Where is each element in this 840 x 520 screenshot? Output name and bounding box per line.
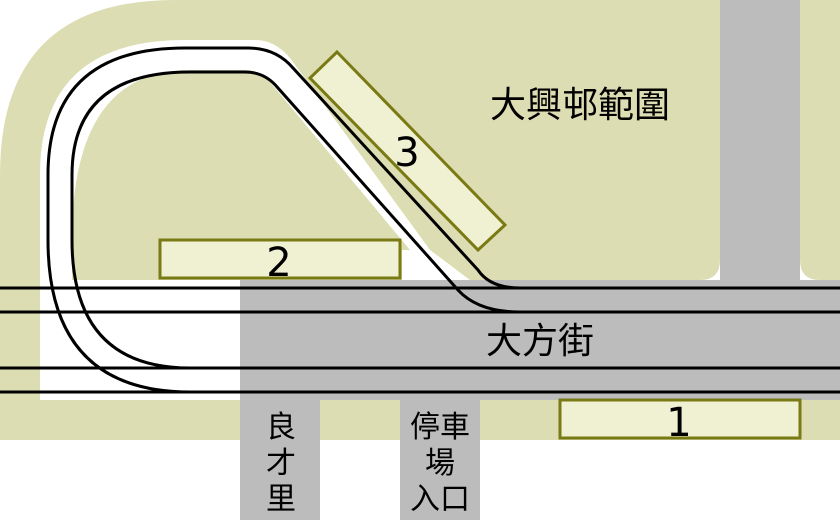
main-street-road	[240, 280, 840, 400]
district-lower-left-block	[0, 400, 240, 440]
labels: 大興邨範圍 大方街 1 2 3 良 才 里 停車 場 入口	[266, 85, 692, 517]
side-road-1-char-3: 里	[266, 482, 296, 517]
platform-3	[307, 49, 508, 253]
side-road-2-line-1: 停車	[410, 410, 470, 445]
loop-track-inner	[70, 70, 521, 370]
loop-track-outer	[46, 46, 521, 394]
side-road-1-char-1: 良	[266, 410, 296, 445]
side-road-mid	[400, 400, 480, 520]
roads	[240, 0, 840, 520]
district-lower-mid-block	[320, 400, 400, 440]
side-road-2-line-3: 入口	[410, 482, 470, 517]
platform-1	[558, 398, 802, 440]
tracks	[0, 46, 840, 394]
district-right-block	[800, 0, 840, 280]
side-road-2-line-2: 場	[425, 446, 455, 481]
side-road-1-char-2: 才	[266, 446, 296, 481]
main-street-label: 大方街	[486, 321, 594, 362]
platform-2-label: 2	[266, 240, 291, 286]
side-road-left	[240, 400, 320, 520]
platforms	[158, 49, 802, 440]
platform-1-label: 1	[666, 400, 691, 446]
road-corner-1	[320, 400, 340, 420]
vertical-road-right	[720, 0, 800, 280]
platform-3-label: 3	[394, 130, 419, 176]
platform-2	[158, 238, 402, 280]
loop-center-area	[72, 70, 410, 250]
district-label: 大興邨範圍	[490, 85, 670, 126]
